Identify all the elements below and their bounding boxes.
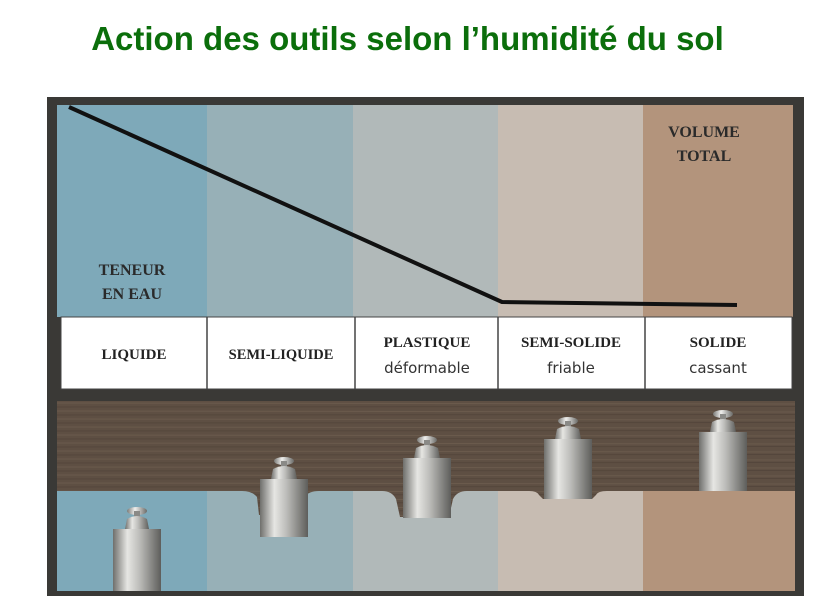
- soil-block-semi-liquide: [207, 491, 353, 591]
- state-name-liquide: LIQUIDE: [101, 347, 166, 363]
- diagram-canvas: TENEUR EN EAU VOLUME TOTAL LIQUIDE SEMI-…: [57, 105, 795, 591]
- soil-block-solide: [643, 491, 795, 591]
- state-sub-plastique: déformable: [384, 359, 470, 377]
- weight-semi-solide: [544, 417, 592, 499]
- state-name-plastique: PLASTIQUE: [384, 335, 471, 351]
- weight-plastique: [403, 436, 451, 518]
- total-volume-label-line1: VOLUME: [668, 124, 740, 141]
- water-content-label-line1: TENEUR: [99, 262, 166, 279]
- soil-block-plastique: [353, 491, 498, 591]
- strip-solide: [643, 105, 793, 317]
- weight-solide: [699, 410, 747, 491]
- state-sub-semi-solide: friable: [547, 359, 595, 377]
- soil-state-diagram: TENEUR EN EAU VOLUME TOTAL LIQUIDE SEMI-…: [47, 97, 804, 596]
- weight-liquide: [113, 507, 161, 591]
- weight-semi-liquide: [260, 457, 308, 537]
- strip-semi-solide: [498, 105, 643, 317]
- soil-block-semi-solide: [498, 491, 643, 591]
- strip-plastique: [353, 105, 498, 317]
- state-label-band: [60, 316, 793, 390]
- state-name-semi-solide: SEMI-SOLIDE: [521, 335, 621, 351]
- water-content-label-line2: EN EAU: [102, 286, 162, 303]
- strip-semi-liquide: [207, 105, 353, 317]
- state-sub-solide: cassant: [689, 359, 747, 377]
- strip-liquide: [57, 105, 207, 317]
- water-content-curve: [68, 105, 738, 307]
- state-name-semi-liquide: SEMI-LIQUIDE: [229, 347, 334, 363]
- state-name-solide: SOLIDE: [690, 335, 747, 351]
- page-title: Action des outils selon l’humidité du so…: [91, 20, 724, 57]
- total-volume-label-line2: TOTAL: [677, 148, 732, 165]
